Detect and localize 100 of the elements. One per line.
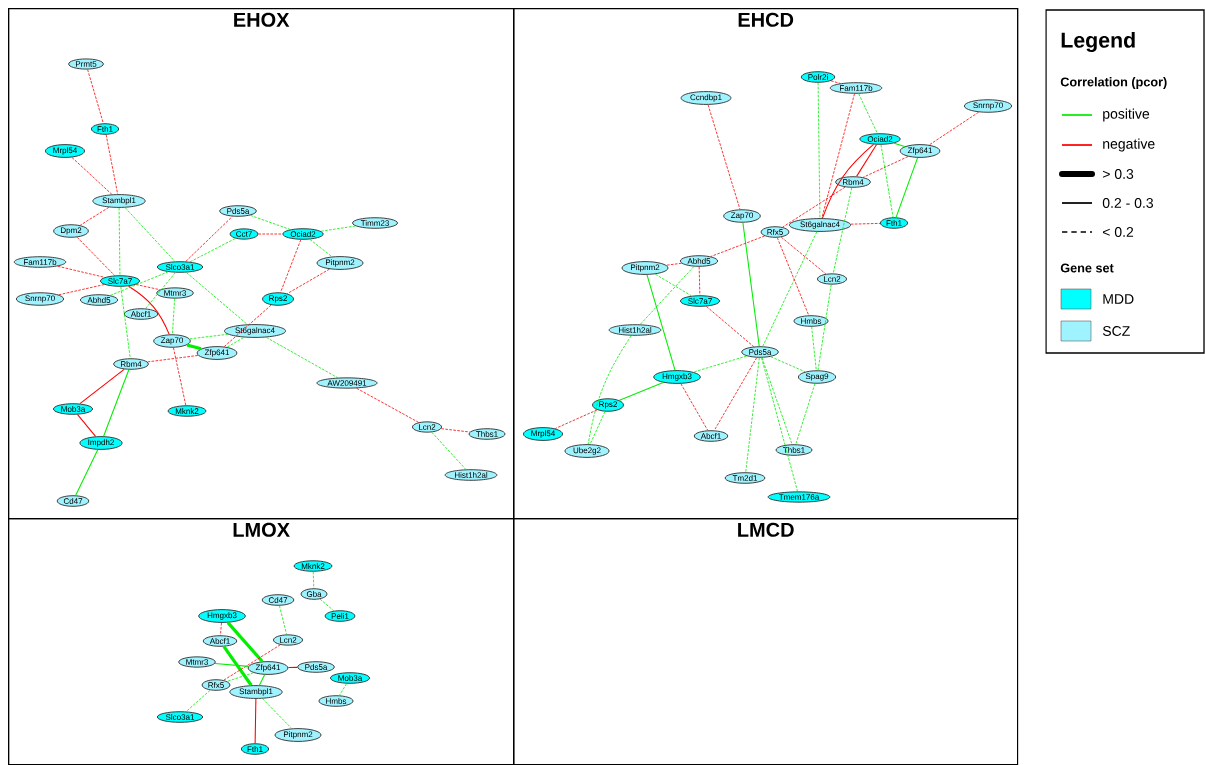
- gene-node: Hmgxb3: [653, 370, 701, 384]
- gene-node: Polr2i: [800, 71, 836, 83]
- gene-node: Zfp641: [196, 346, 238, 360]
- gene-node: Rfx5: [760, 226, 790, 238]
- edge-line: [279, 605, 287, 635]
- gene-node: Pitpnm2: [274, 728, 322, 742]
- edge-line: [145, 272, 176, 309]
- edge-line: [77, 414, 97, 437]
- gene-node: St6galnac4: [788, 218, 852, 232]
- edge-line: [185, 689, 211, 712]
- edge-line: [189, 238, 236, 263]
- edge-line: [320, 225, 356, 232]
- edge-line: [646, 274, 676, 371]
- gene-node: Rbm4: [835, 176, 871, 188]
- edge-line: [761, 357, 798, 492]
- gene-node: Zap70: [153, 334, 191, 348]
- gene-node: Lcn2: [273, 634, 303, 646]
- gene-node: Prmt5: [68, 58, 104, 70]
- edge-line: [147, 355, 199, 363]
- gene-node: Ccndbp1: [680, 91, 732, 105]
- gene-node: AW209491: [316, 377, 378, 389]
- gene-node: Zap70: [723, 209, 761, 223]
- gene-node: Lcn2: [412, 421, 442, 433]
- edge-line: [254, 698, 257, 744]
- gene-node: Pitpnm2: [621, 261, 669, 275]
- edge-line: [817, 82, 821, 219]
- edge-line: [698, 266, 701, 296]
- gene-node: Abhd5: [79, 294, 119, 306]
- edge-line: [745, 357, 760, 473]
- edge-line: [189, 333, 229, 340]
- gene-node: Dpm2: [53, 224, 89, 238]
- edge-line: [440, 428, 471, 433]
- edge-line: [223, 644, 281, 681]
- gene-node: Rbm4: [113, 358, 149, 370]
- gene-node: Snrnp70: [963, 99, 1013, 113]
- edge-line: [287, 666, 298, 669]
- gene-node: Cd47: [56, 495, 90, 507]
- gene-node: Stambpl1: [92, 194, 146, 208]
- legend-text: SCZ: [1102, 326, 1130, 336]
- edge-line: [265, 337, 338, 379]
- gene-node: Mrpl54: [45, 144, 86, 158]
- gene-node: Ociad2: [282, 228, 324, 240]
- panel: LMCD: [513, 518, 1019, 765]
- gene-node: Rfx5: [201, 679, 231, 691]
- edge-line: [821, 93, 855, 219]
- edge-line: [124, 207, 176, 262]
- edge-line: [832, 187, 853, 274]
- edge-line: [782, 186, 846, 228]
- gene-node: Pitpnm2: [316, 256, 364, 270]
- edge-line: [693, 355, 747, 373]
- edge-line: [780, 236, 827, 275]
- edge-line: [87, 69, 104, 124]
- edge-line: [817, 284, 832, 371]
- legend-text: MDD: [1103, 294, 1134, 304]
- legend-text: negative: [1103, 138, 1155, 152]
- edge-line: [105, 134, 119, 195]
- edge-line: [339, 683, 347, 696]
- gene-node: Impdh2: [79, 436, 123, 450]
- legend-text: positive: [1103, 108, 1150, 122]
- edge-line: [707, 104, 741, 210]
- edge-line: [223, 304, 272, 347]
- edge-line: [57, 265, 105, 278]
- gene-node: Mob3a: [330, 672, 371, 684]
- edge-line: [185, 216, 233, 262]
- edge-line: [666, 262, 682, 266]
- edge-line: [262, 698, 292, 729]
- edge-line: [128, 285, 170, 335]
- edge-line: [680, 383, 709, 431]
- edge-line: [220, 622, 222, 636]
- gene-node: Rps2: [592, 398, 624, 412]
- gene-node: Mob3a: [53, 403, 94, 415]
- gene-node: Slc7a7: [680, 295, 721, 307]
- edge-line: [172, 298, 176, 335]
- edge-line: [79, 368, 125, 405]
- gene-node: Mknk2: [293, 560, 333, 572]
- legend-heading: Correlation (pcor): [1060, 77, 1167, 89]
- gene-node: St6galnac4: [223, 324, 287, 338]
- gene-node: Rps2: [262, 292, 294, 306]
- gene-node: Timm23: [352, 217, 398, 229]
- edge-line: [286, 268, 330, 294]
- edge-line: [742, 222, 760, 347]
- gene-node: Mtmr3: [156, 287, 194, 299]
- edge-line: [58, 284, 105, 296]
- edge-line: [186, 272, 248, 325]
- gene-node: Hmbs: [318, 695, 354, 707]
- edge-line: [118, 207, 121, 276]
- gene-node: Lcn2: [817, 273, 847, 285]
- gene-node: Spag9: [797, 370, 837, 384]
- edge-line: [431, 431, 467, 470]
- edge-line: [309, 239, 333, 257]
- edge-line: [258, 674, 266, 686]
- edge-line: [356, 387, 419, 423]
- edge-line: [226, 672, 254, 682]
- edge-line: [76, 236, 115, 276]
- edge-line: [713, 357, 758, 431]
- edge-line: [226, 337, 245, 348]
- gene-node: Mrpl54: [523, 427, 564, 441]
- gene-node: Thbs1: [775, 444, 813, 456]
- gene-node: Tmem176a: [767, 491, 831, 503]
- gene-node: Fth1: [90, 123, 120, 135]
